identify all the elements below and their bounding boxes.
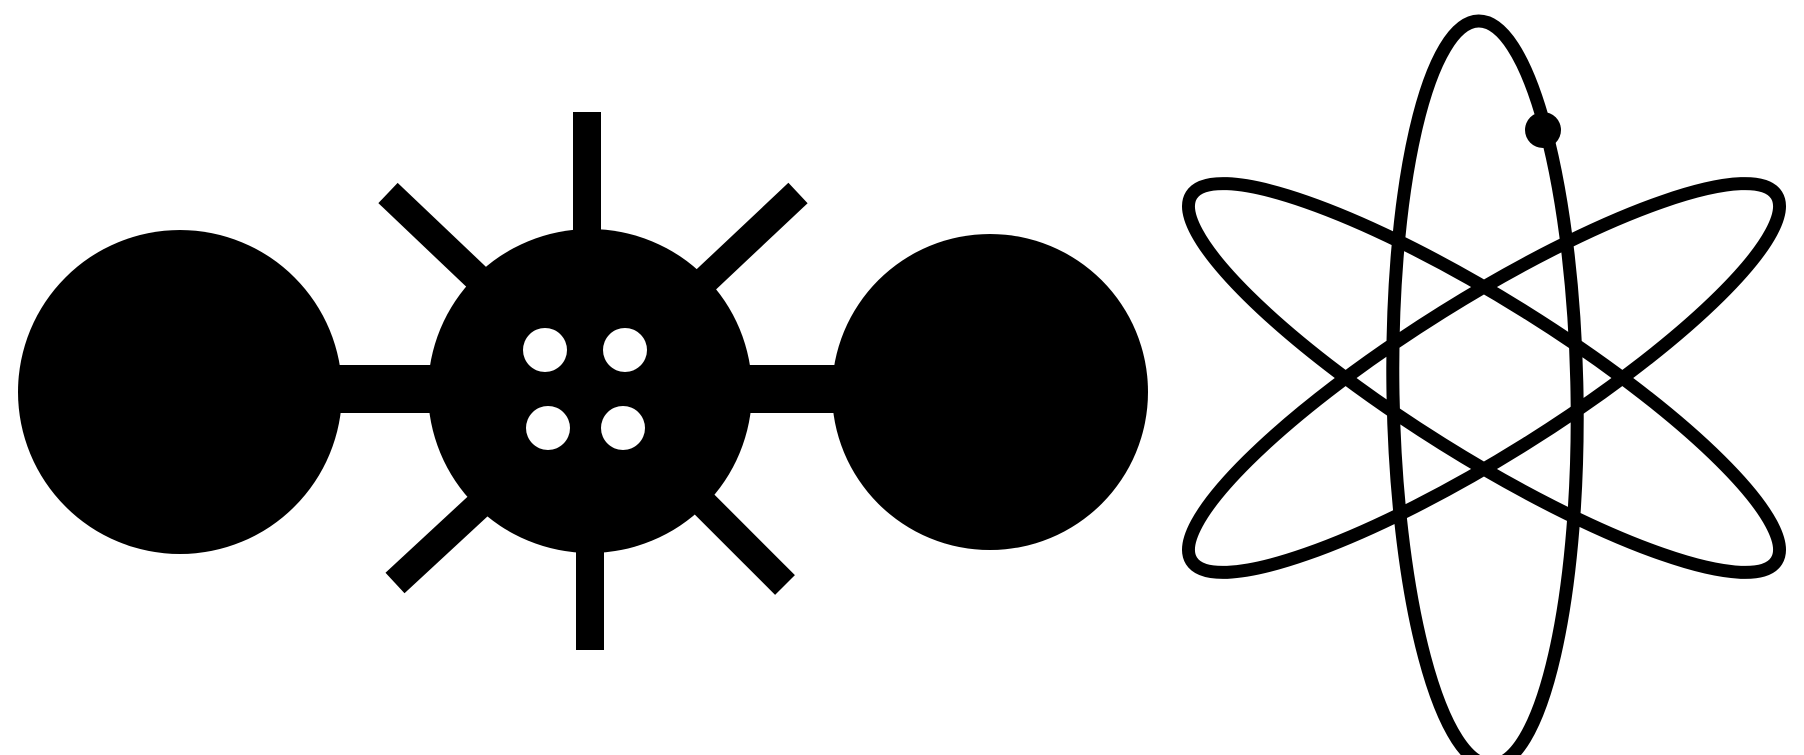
connector-bar-left xyxy=(330,365,440,413)
orbit-falling xyxy=(1150,129,1804,627)
hole-top-left xyxy=(523,328,567,372)
molecule-symbol-icon xyxy=(18,112,1148,650)
right-sphere xyxy=(832,234,1148,550)
spoke-top-right xyxy=(695,193,798,290)
hole-bottom-left xyxy=(526,406,570,450)
spoke-bottom-left xyxy=(395,495,490,583)
hole-top-right xyxy=(603,328,647,372)
electron-icon xyxy=(1525,112,1561,148)
orbit-rising xyxy=(1150,129,1804,627)
atom-symbol-icon xyxy=(1150,19,1804,755)
central-sphere xyxy=(428,229,752,553)
left-sphere xyxy=(18,230,342,554)
spoke-top-left xyxy=(388,193,490,290)
hole-bottom-right xyxy=(601,406,645,450)
spoke-bottom-right xyxy=(695,495,785,585)
